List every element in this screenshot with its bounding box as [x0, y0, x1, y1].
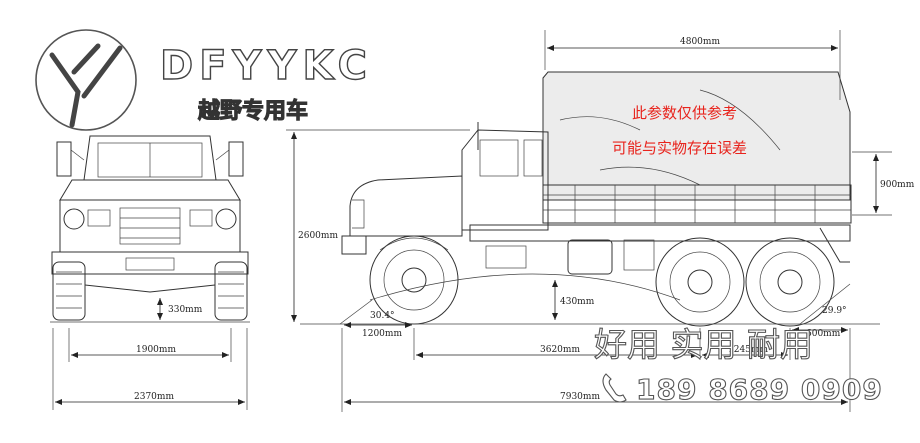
dim-wheelbase-2: 1245mm — [728, 345, 768, 355]
dim-ground-clearance-side: 430mm — [560, 297, 595, 307]
dim-overall-length: 7930mm — [560, 392, 600, 402]
side-view — [300, 71, 880, 327]
rear-wheel — [745, 237, 835, 327]
slogan: 好用 实用 耐用 — [594, 325, 813, 364]
front-view — [50, 135, 250, 323]
disclaimer-line-2: 可能与实物存在误差 — [612, 139, 747, 157]
dim-cargo-length: 4800mm — [680, 37, 720, 47]
brand-name: DFYYKC — [160, 43, 373, 89]
dim-track: 1900mm — [136, 345, 176, 355]
dim-overall-height: 2600mm — [298, 231, 338, 241]
brand-logo — [35, 29, 137, 131]
dim-ground-clearance-front: 330mm — [168, 305, 203, 315]
brand-subtitle: 越野专用车 — [197, 98, 308, 124]
dim-overall-width: 2370mm — [134, 392, 174, 402]
dim-departure-angle: 29.9° — [822, 306, 847, 316]
dim-rear-overhang: 600mm — [806, 329, 841, 339]
dim-approach-angle: 30.4° — [370, 311, 395, 321]
dim-wheelbase-1: 3620mm — [540, 345, 580, 355]
logo-mark — [49, 43, 123, 128]
disclaimer-line-1: 此参数仅供参考 — [632, 104, 737, 122]
dim-front-overhang: 1200mm — [362, 329, 402, 339]
middle-wheel — [655, 237, 745, 327]
dim-cargo-height: 900mm — [880, 180, 915, 190]
phone-number: 189 8689 0909 — [636, 373, 883, 406]
logo-circle — [35, 29, 137, 131]
phone-icon — [602, 373, 627, 403]
